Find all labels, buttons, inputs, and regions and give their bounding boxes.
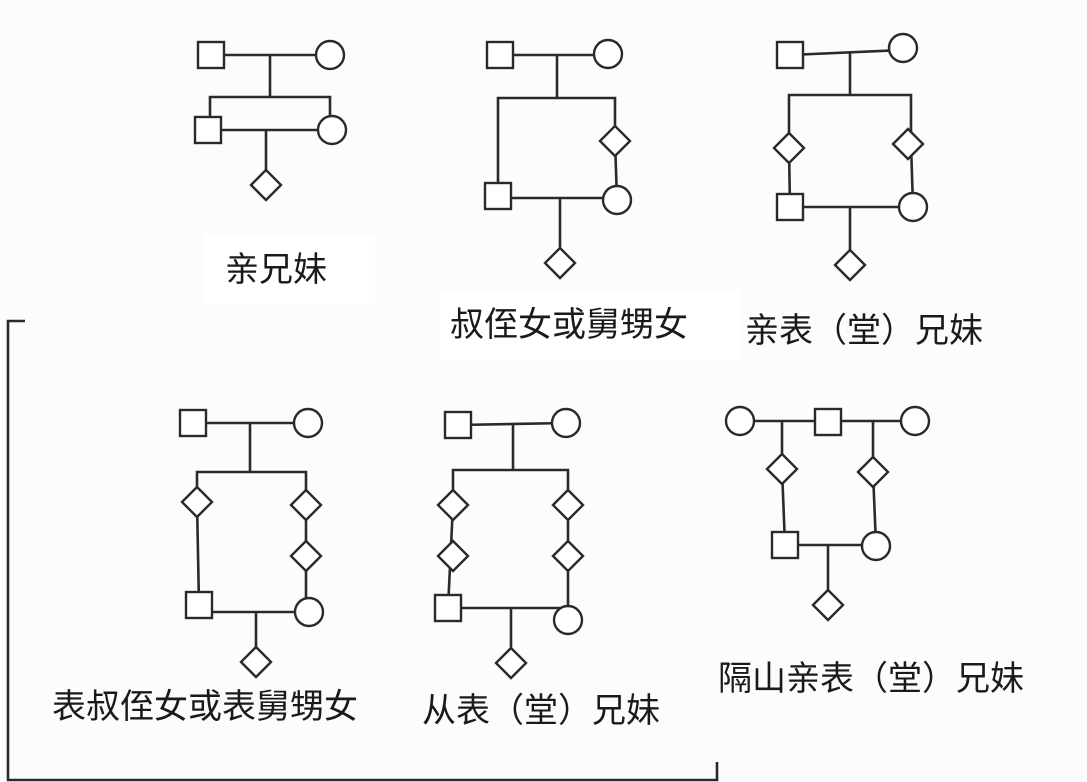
female-circle [316,114,348,146]
unknown-sex-diamond [772,131,806,165]
male-square [193,115,223,145]
connector-line [195,470,308,502]
unknown-sex-diamond [551,539,585,573]
female-circle [724,405,756,437]
male-square [485,40,515,70]
unknown-sex-diamond [289,539,323,573]
label-great-uncle-niece: 表叔侄女或表舅甥女 [52,687,358,727]
unknown-sex-diamond [811,588,845,622]
male-square [196,40,226,70]
male-square [813,407,843,437]
female-circle [897,191,929,223]
female-circle [899,405,931,437]
unknown-sex-diamond [598,124,632,158]
label-uncle-niece: 叔侄女或舅甥女 [450,305,688,345]
male-square [775,40,805,70]
label-siblings: 亲兄妹 [225,250,327,290]
connector-line [6,319,719,782]
male-square [178,408,208,438]
unknown-sex-diamond [180,485,214,519]
unknown-sex-diamond [833,248,867,282]
label-half-cousins: 隔山亲表（堂）兄妹 [718,659,1024,699]
unknown-sex-diamond [765,452,799,486]
unknown-sex-diamond [891,127,925,161]
female-circle [293,596,325,628]
female-circle [314,39,346,71]
unknown-sex-diamond [436,539,470,573]
male-square [184,590,214,620]
male-square [433,593,463,623]
label-first-cousins: 亲表（堂）兄妹 [745,311,983,351]
label-panel [205,235,375,305]
connector-line [208,95,332,130]
unknown-sex-diamond [551,488,585,522]
connector-line [195,501,201,606]
label-second-cousins: 从表（堂）兄妹 [422,691,660,731]
male-square [443,410,473,440]
unknown-sex-diamond [239,645,273,679]
female-circle [292,407,324,439]
female-circle [887,32,919,64]
unknown-sex-diamond [436,488,470,522]
unknown-sex-diamond [494,646,528,680]
female-circle [592,38,624,70]
unknown-sex-diamond [289,488,323,522]
male-square [775,192,805,222]
female-circle [552,604,584,636]
male-square [483,181,513,211]
connector-line [451,468,570,505]
unknown-sex-diamond [249,168,283,202]
unknown-sex-diamond [856,455,890,489]
female-circle [601,184,633,216]
connector-line [789,48,904,57]
male-square [770,530,800,560]
connector-line [496,96,617,196]
label-panel [440,290,740,360]
female-circle [860,530,892,562]
female-circle [550,407,582,439]
connector-line [787,93,913,148]
unknown-sex-diamond [543,246,577,280]
